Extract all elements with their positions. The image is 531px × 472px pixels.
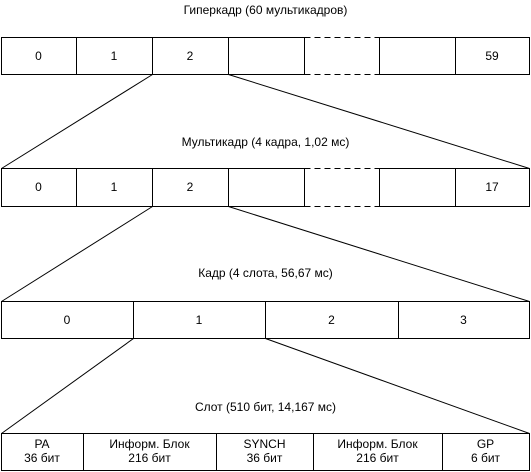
hyperframe-cell-59 <box>455 37 530 75</box>
slot-name-info-2: Информ. Блок <box>337 437 418 451</box>
hyperframe-cell-dashed <box>304 37 380 75</box>
slot-label-info-2: Информ. Блок 216 бит <box>313 437 442 465</box>
expand-line-right-2 <box>228 206 530 302</box>
slot-cell-gp <box>442 433 530 471</box>
slot-label-pa: PA 36 бит <box>1 437 83 465</box>
frame-label-0: 0 <box>63 313 71 327</box>
multiframe-label-17: 17 <box>485 180 499 194</box>
expand-line-left-2 <box>1 206 153 302</box>
slot-bits-info-2: 216 бит <box>356 451 399 465</box>
frame-label-3: 3 <box>460 313 467 327</box>
multiframe-label-0: 0 <box>35 180 42 194</box>
expand-line-right-3 <box>265 338 530 434</box>
slot-bits-pa: 36 бит <box>24 451 60 465</box>
frame-label-2: 2 <box>328 313 335 327</box>
multiframe-cell-3 <box>228 168 305 207</box>
hyperframe-label-2: 2 <box>186 49 194 63</box>
hyperframe-cell-3 <box>228 37 305 75</box>
slot-name-synch: SYNCH <box>243 437 286 451</box>
hyperframe-title: Гиперкадр (60 мультикадров) <box>183 3 348 17</box>
slot-name-gp: GP <box>476 437 495 451</box>
slot-title: Слот (510 бит, 14,167 мс) <box>194 400 337 414</box>
multiframe-label-2: 2 <box>186 180 194 194</box>
slot-bits-synch: 36 бит <box>246 451 283 465</box>
hyperframe-cell-5 <box>379 37 456 75</box>
slot-bits-gp: 6 бит <box>470 451 501 465</box>
expand-line-left-3 <box>1 338 134 434</box>
hyperframe-label-0: 0 <box>35 49 42 63</box>
expand-line-right-1 <box>228 74 530 169</box>
slot-name-info-1: Информ. Блок <box>109 437 190 451</box>
frame-label-1: 1 <box>195 313 203 327</box>
slot-label-synch: SYNCH 36 бит <box>216 437 313 465</box>
frame-title: Кадр (4 слота, 56,67 мс) <box>198 266 333 280</box>
frame-cell-3 <box>398 301 530 339</box>
hyperframe-label-59: 59 <box>485 49 499 63</box>
multiframe-label-1: 1 <box>110 180 118 194</box>
slot-label-gp: GP 6 бит <box>442 437 529 465</box>
multiframe-cell-dashed <box>304 168 380 207</box>
multiframe-cell-5 <box>379 168 456 207</box>
slot-bits-info-1: 216 бит <box>128 451 171 465</box>
slot-name-pa: PA <box>34 437 50 451</box>
expand-line-left-1 <box>1 74 153 169</box>
slot-label-info-1: Информ. Блок 216 бит <box>83 437 216 465</box>
multiframe-cell-17 <box>455 168 530 207</box>
hyperframe-label-1: 1 <box>110 49 118 63</box>
multiframe-title: Мультикадр (4 кадра, 1,02 мс) <box>181 135 350 149</box>
